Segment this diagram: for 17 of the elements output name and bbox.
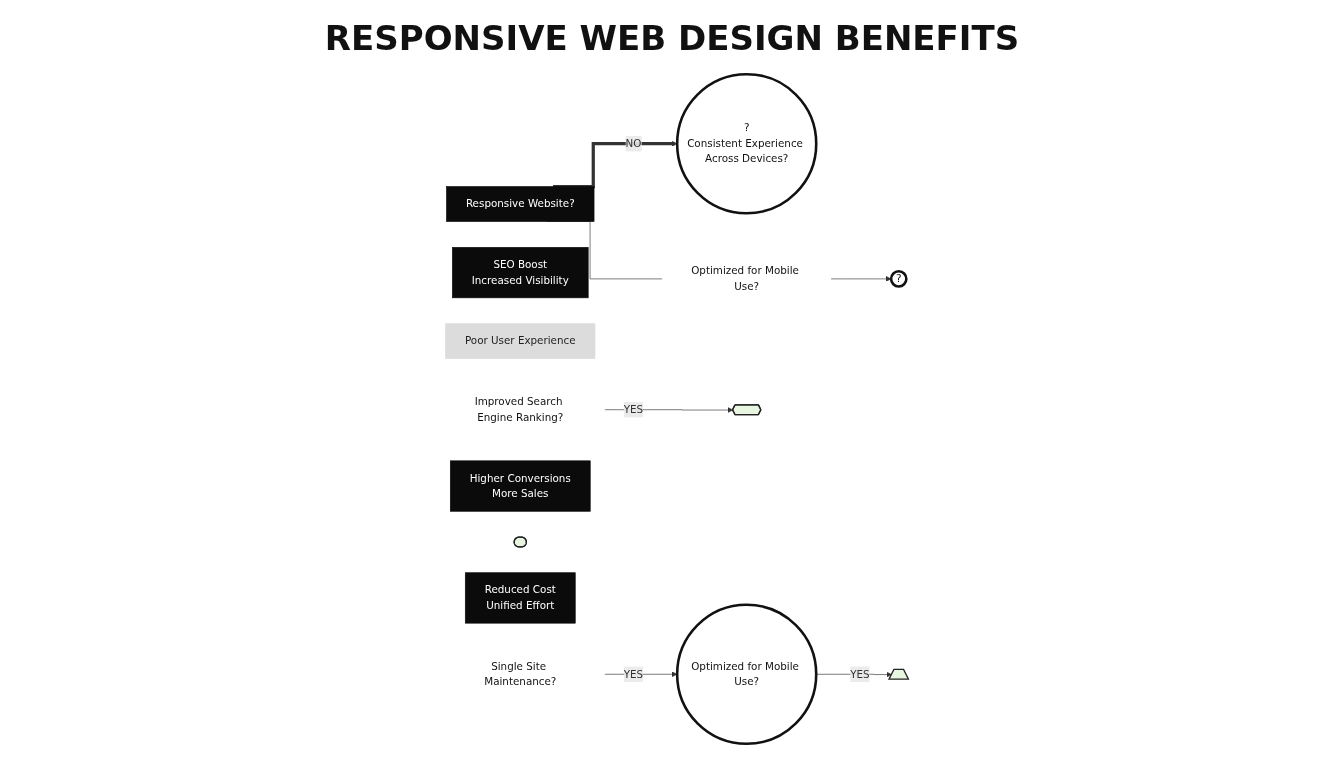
node-cart bbox=[887, 668, 910, 680]
node-box: Higher Conversions More Sales bbox=[449, 460, 591, 512]
node-circle: ? Consistent Experience Across Devices? bbox=[675, 72, 818, 215]
node-box: SEO Boost Increased Visibility bbox=[451, 247, 589, 299]
edge-label: YES bbox=[849, 667, 870, 681]
edge-label: YES bbox=[623, 667, 643, 681]
node-circle: Optimized for Mobile Use? bbox=[675, 603, 818, 746]
diagram-title: RESPONSIVE WEB DESIGN BENEFITS bbox=[323, 18, 1021, 58]
node-circle: ? bbox=[889, 270, 908, 288]
edge-label: NO bbox=[625, 137, 642, 150]
node-text: Optimized for Mobile Use? bbox=[690, 264, 799, 293]
node-box: Reduced Cost Unified Effort bbox=[464, 572, 576, 624]
edge-label: YES bbox=[623, 403, 643, 416]
node-text: Single Site Maintenance? bbox=[483, 660, 557, 688]
node-text: Improved Search Engine Ranking? bbox=[474, 395, 564, 424]
node-box: Responsive Website? bbox=[445, 186, 595, 222]
node-box: Poor User Experience bbox=[444, 323, 596, 359]
